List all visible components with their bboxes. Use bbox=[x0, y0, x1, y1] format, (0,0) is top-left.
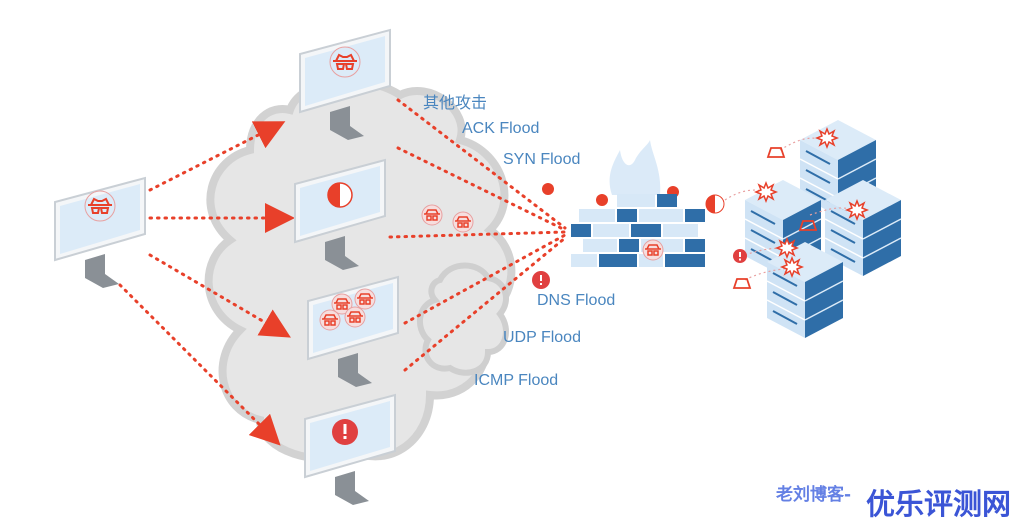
bell-icon bbox=[798, 220, 818, 231]
attack-label-icmp-flood: ICMP Flood bbox=[474, 372, 559, 389]
firewall bbox=[571, 140, 705, 267]
packet-face-icon bbox=[596, 194, 608, 206]
watermark-blog: 老刘博客- bbox=[776, 485, 852, 505]
packet-hacker-icon bbox=[421, 204, 443, 226]
zombie-computer-2 bbox=[294, 159, 386, 271]
burst-icon bbox=[816, 128, 838, 148]
hacker-icon bbox=[642, 239, 664, 261]
packet-face-icon bbox=[705, 194, 725, 214]
packet-hacker-icon bbox=[452, 211, 474, 233]
burst-icon bbox=[846, 200, 868, 220]
watermark-site: 优乐评测网 bbox=[866, 487, 1012, 521]
alert-icon bbox=[733, 249, 747, 263]
flame-icon bbox=[609, 140, 661, 195]
attack-label-syn-flood: SYN Flood bbox=[503, 151, 581, 168]
attack-label-dns-flood: DNS Flood bbox=[537, 292, 616, 309]
burst-icon bbox=[755, 182, 777, 202]
server-cluster bbox=[724, 119, 902, 339]
attacker-computer bbox=[54, 177, 146, 289]
bell-icon bbox=[766, 147, 786, 158]
botnet-cloud bbox=[204, 76, 516, 462]
burst-icon bbox=[781, 257, 803, 277]
attack-label-udp-flood: UDP Flood bbox=[503, 329, 581, 346]
two-face-icon bbox=[327, 182, 353, 208]
packet-alert-icon bbox=[532, 271, 550, 289]
bell-icon bbox=[732, 278, 752, 289]
burst-icon bbox=[776, 238, 798, 258]
zombie-computer-4 bbox=[304, 394, 396, 506]
brick-wall-icon bbox=[571, 194, 705, 267]
alert-icon bbox=[332, 419, 358, 445]
packet-face-icon bbox=[542, 183, 554, 195]
attack-label-other: 其他攻击 bbox=[423, 95, 488, 112]
server-stack-icon bbox=[766, 241, 844, 339]
attack-label-ack-flood: ACK Flood bbox=[462, 120, 540, 137]
attack-paths bbox=[118, 98, 567, 446]
